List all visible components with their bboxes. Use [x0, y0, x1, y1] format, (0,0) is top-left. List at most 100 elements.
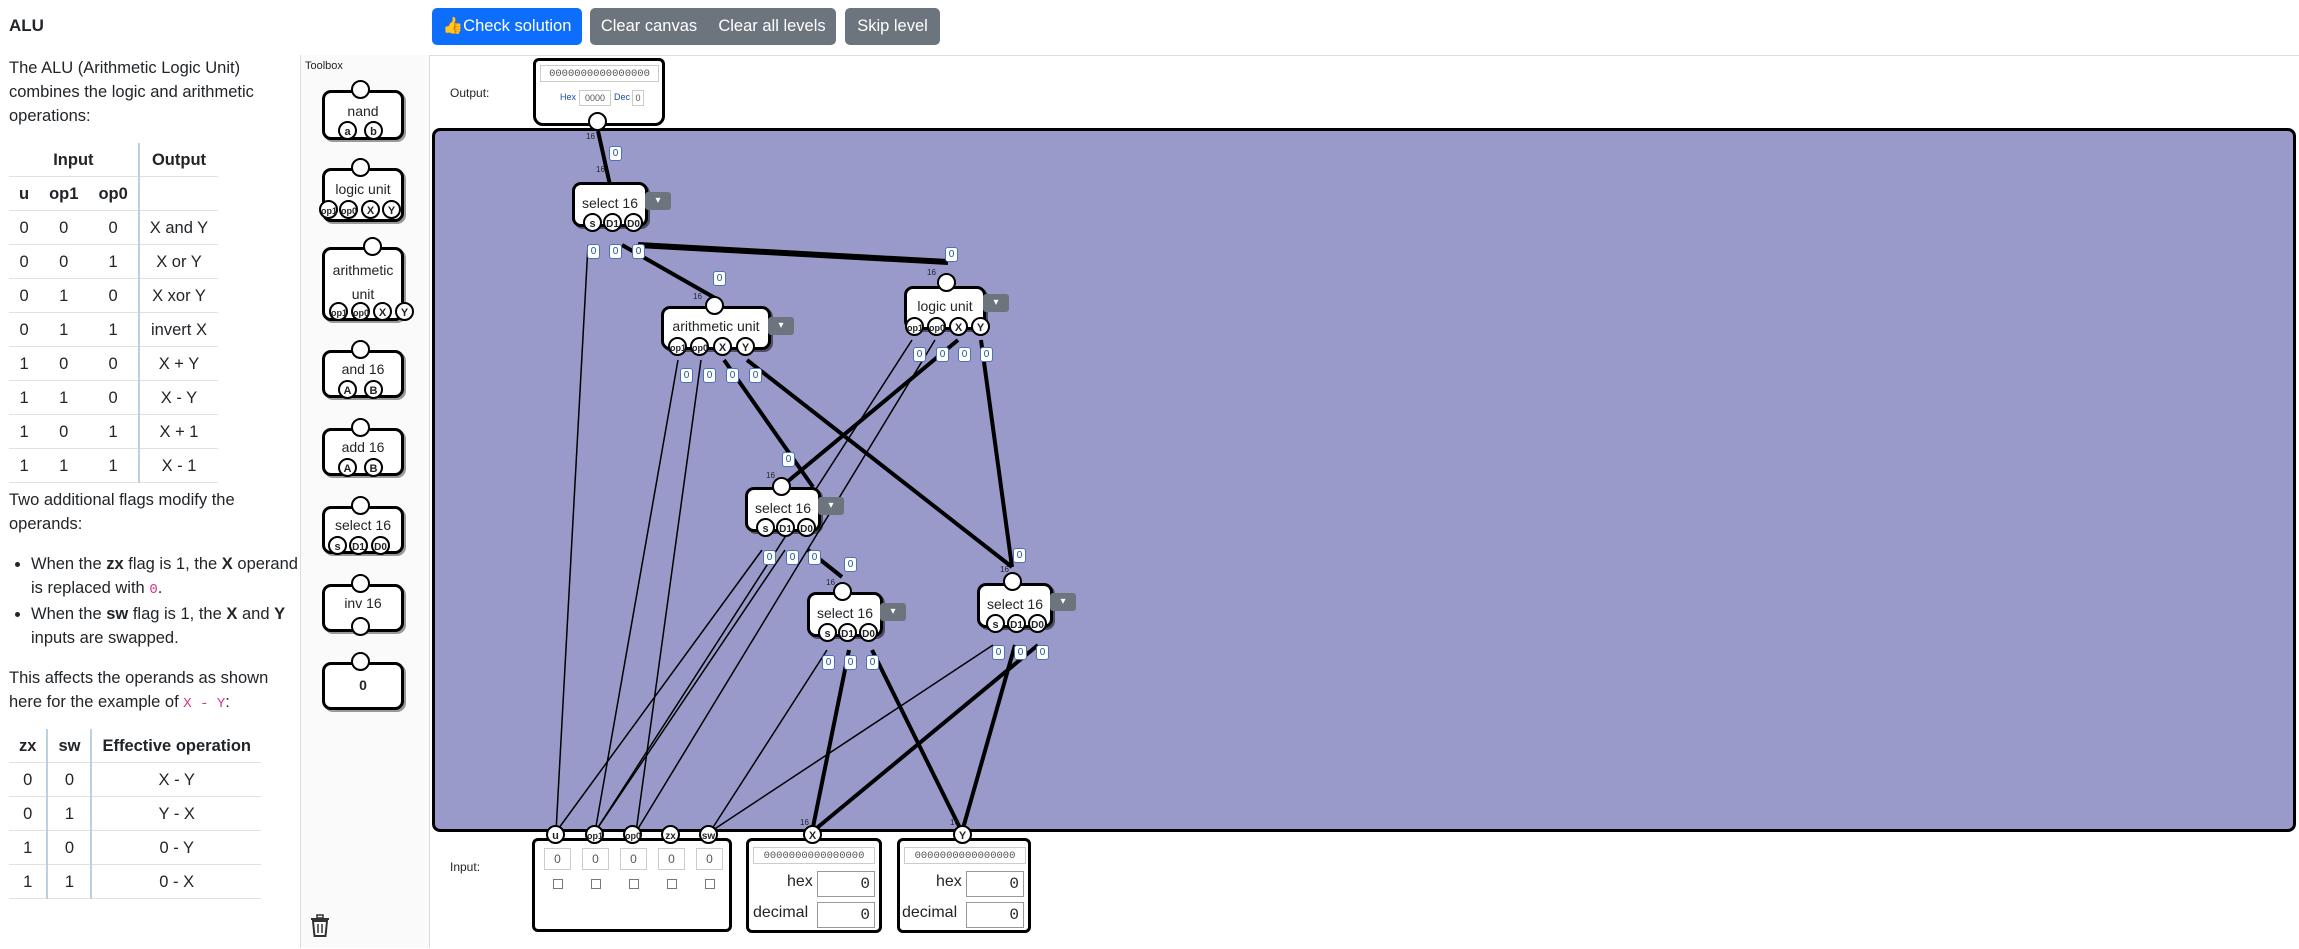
x-hex-field[interactable]: 0 [817, 871, 875, 897]
node-dropdown[interactable]: ▾ [645, 192, 671, 210]
clear-canvas-button[interactable]: Clear canvas [590, 8, 708, 45]
input-pin-d0[interactable]: D0 [859, 623, 878, 642]
output-pin[interactable] [937, 273, 956, 292]
output-pin[interactable] [1003, 572, 1022, 591]
toolbox-nand[interactable]: nand a b [322, 80, 404, 140]
input-pin[interactable]: a [338, 121, 357, 140]
toolbox-arithmetic-unit[interactable]: arithmetic unit op1 op0 X Y [322, 237, 414, 321]
input-pin[interactable]: X [361, 200, 380, 219]
input-pin-s[interactable]: s [986, 614, 1005, 633]
input-pin-op0[interactable]: op0 [690, 337, 709, 356]
input-pin-op0[interactable]: op0 [927, 317, 946, 336]
input-pin[interactable]: X [373, 302, 392, 321]
output-pin[interactable] [351, 418, 370, 437]
circuit-board[interactable] [432, 128, 2296, 832]
output-pin[interactable] [705, 296, 724, 315]
input-pin-op1[interactable]: op1 [905, 317, 924, 336]
clear-all-levels-button[interactable]: Clear all levels [708, 8, 836, 45]
input-pin-x[interactable]: X [713, 337, 732, 356]
toolbox-select16[interactable]: select 16 s D1 D0 [322, 496, 404, 555]
select16-top[interactable]: select 16 s D1 D0 [572, 182, 648, 232]
input-pin-d1[interactable]: D1 [603, 213, 622, 232]
output-pin[interactable] [772, 477, 791, 496]
input-pin-d1[interactable]: D1 [776, 518, 795, 537]
input-pin[interactable]: B [364, 380, 383, 399]
wire-value: 0 [844, 655, 857, 670]
wire-value: 0 [992, 645, 1005, 660]
output-pin[interactable] [351, 574, 370, 593]
pin-sw[interactable]: sw [699, 825, 718, 844]
node-dropdown[interactable]: ▾ [768, 317, 794, 335]
input-pin[interactable]: op1 [329, 302, 348, 321]
input-pin[interactable]: D0 [371, 536, 390, 555]
input-pin-x[interactable]: X [949, 317, 968, 336]
input-pin-d0[interactable]: D0 [1028, 614, 1047, 633]
input-pin-d0[interactable]: D0 [797, 518, 816, 537]
input-pin[interactable]: op1 [319, 200, 338, 219]
toolbox-and16[interactable]: and 16 A B [322, 340, 404, 399]
y-dec-field[interactable]: 0 [966, 902, 1024, 928]
u-value[interactable]: 0 [544, 848, 571, 870]
input-pin-s[interactable]: s [583, 213, 602, 232]
input-pin[interactable]: b [364, 121, 383, 140]
pin-op0[interactable]: op0 [623, 825, 642, 844]
toolbox-logic-unit[interactable]: logic unit op1 op0 X Y [319, 158, 404, 222]
skip-level-button[interactable]: Skip level [845, 8, 940, 45]
toolbox-zero[interactable]: 0 [322, 652, 404, 710]
output-pin[interactable] [588, 112, 607, 131]
toolbox-add16[interactable]: add 16 A B [322, 418, 404, 477]
list-item: When the zx flag is 1, the X operand is … [31, 552, 301, 602]
logic-unit-node[interactable]: logic unit op1 op0 X Y [904, 286, 990, 336]
op0-checkbox[interactable] [629, 879, 639, 889]
pin-u[interactable]: u [546, 825, 565, 844]
input-pin[interactable]: A [338, 458, 357, 477]
output-pin[interactable] [351, 158, 370, 177]
input-pin[interactable]: A [338, 380, 357, 399]
u-checkbox[interactable] [553, 879, 563, 889]
op0-value[interactable]: 0 [620, 848, 647, 870]
input-pin[interactable]: D1 [349, 536, 368, 555]
sw-value[interactable]: 0 [696, 848, 723, 870]
input-pin[interactable]: B [364, 458, 383, 477]
level-title: ALU [9, 16, 44, 35]
zx-value[interactable]: 0 [658, 848, 685, 870]
arithmetic-unit-node[interactable]: arithmetic unit op1 op0 X Y [661, 306, 771, 356]
input-pin[interactable]: Y [395, 302, 414, 321]
pin-op1[interactable]: op1 [585, 825, 604, 844]
input-pin-d1[interactable]: D1 [838, 623, 857, 642]
input-pin[interactable]: op0 [339, 200, 358, 219]
input-pin[interactable] [351, 617, 370, 636]
node-dropdown[interactable]: ▾ [983, 294, 1009, 312]
pin-y[interactable]: Y [953, 825, 972, 844]
input-pin-d0[interactable]: D0 [624, 213, 643, 232]
input-pin-op1[interactable]: op1 [668, 337, 687, 356]
output-pin[interactable] [351, 340, 370, 359]
output-pin[interactable] [351, 496, 370, 515]
x-dec-field[interactable]: 0 [817, 902, 875, 928]
node-dropdown[interactable]: ▾ [880, 603, 906, 621]
op1-checkbox[interactable] [591, 879, 601, 889]
trash-icon[interactable] [309, 914, 331, 938]
input-pin[interactable]: s [328, 536, 347, 555]
input-pin-s[interactable]: s [756, 518, 775, 537]
pin-x[interactable]: X [803, 825, 822, 844]
op1-value[interactable]: 0 [582, 848, 609, 870]
check-solution-button[interactable]: 👍Check solution [432, 8, 582, 45]
input-pin-y[interactable]: Y [971, 317, 990, 336]
input-pin-s[interactable]: s [818, 623, 837, 642]
input-pin-y[interactable]: Y [736, 337, 755, 356]
sw-checkbox[interactable] [705, 879, 715, 889]
y-hex-field[interactable]: 0 [966, 871, 1024, 897]
input-pin[interactable]: op0 [351, 302, 370, 321]
zx-checkbox[interactable] [667, 879, 677, 889]
output-pin[interactable] [351, 80, 370, 99]
input-pin[interactable]: Y [382, 200, 401, 219]
output-pin[interactable] [833, 582, 852, 601]
output-pin[interactable] [351, 652, 370, 671]
pin-zx[interactable]: zx [661, 825, 680, 844]
node-dropdown[interactable]: ▾ [818, 497, 844, 515]
output-pin[interactable] [363, 237, 382, 256]
node-dropdown[interactable]: ▾ [1050, 593, 1076, 611]
input-pin-d1[interactable]: D1 [1007, 614, 1026, 633]
toolbox-inv16[interactable]: inv 16 [322, 574, 404, 636]
